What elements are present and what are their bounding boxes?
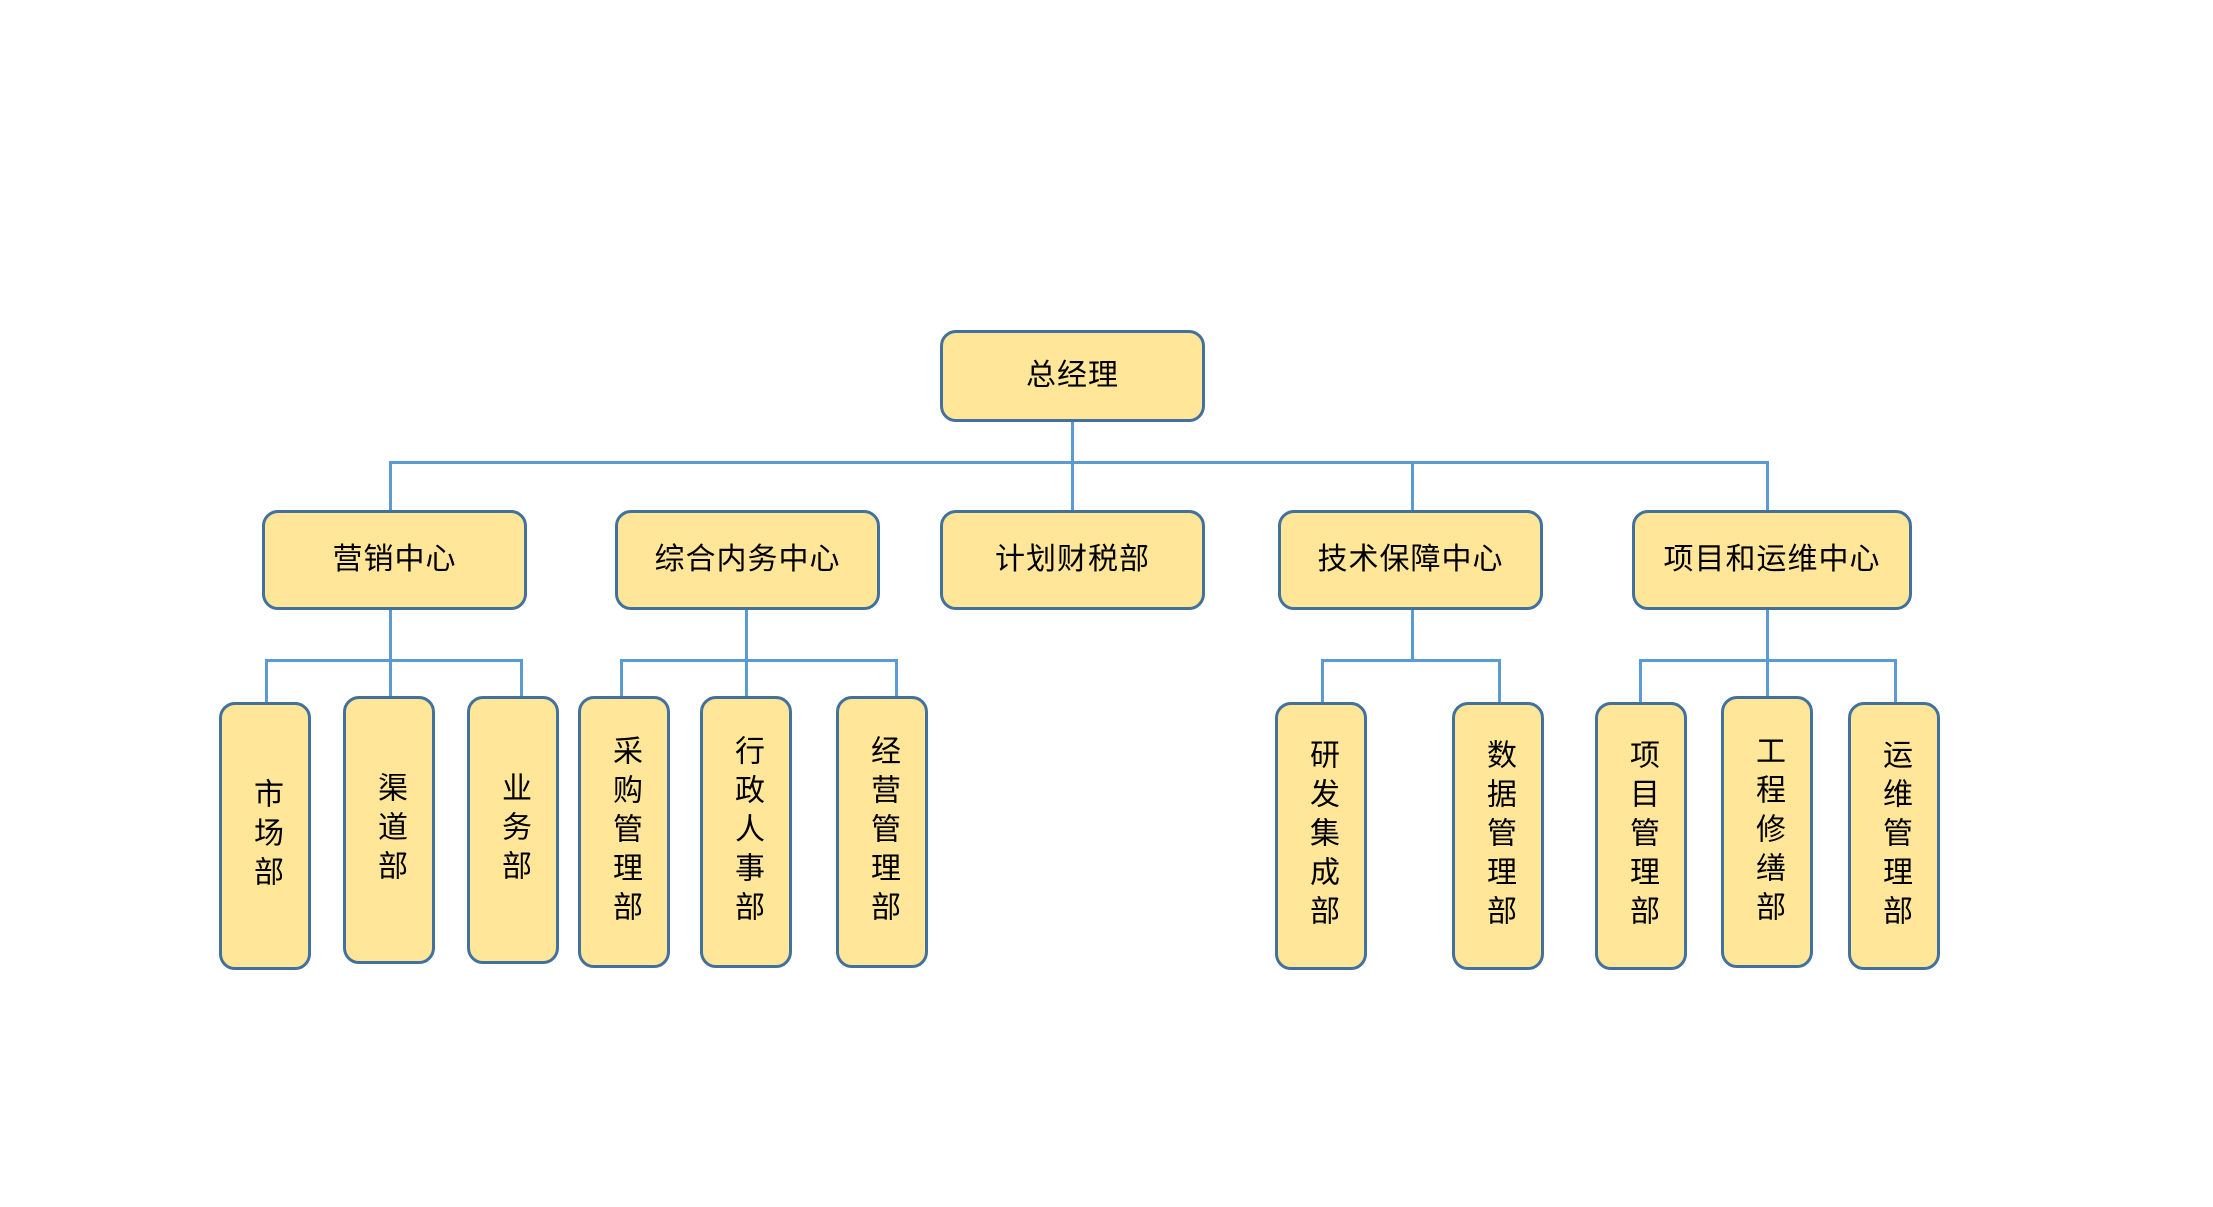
node-business-dept-label: 业务部	[497, 771, 530, 889]
node-market-dept[interactable]: 市场部	[219, 702, 311, 970]
connector-root-bus	[389, 461, 1767, 464]
connector-root-to-marketing	[389, 461, 392, 510]
node-operations-mgmt-dept[interactable]: 经营管理部	[836, 696, 928, 968]
connector-internal-stem	[745, 610, 748, 660]
connector-tech-to-rnd	[1321, 659, 1324, 704]
connector-marketing-to-market-dept	[265, 659, 268, 704]
node-data-mgmt-dept-label: 数据管理部	[1482, 738, 1515, 934]
connector-project-stem	[1766, 610, 1769, 660]
node-channel-dept[interactable]: 渠道部	[343, 696, 435, 964]
node-general-manager-label: 总经理	[1026, 359, 1119, 393]
connector-root-to-finance	[1071, 461, 1074, 510]
node-rnd-integration-dept-label: 研发集成部	[1305, 738, 1338, 934]
connector-root-to-tech	[1411, 461, 1414, 510]
node-market-dept-label: 市场部	[249, 777, 282, 895]
node-business-dept[interactable]: 业务部	[467, 696, 559, 964]
connector-internal-to-admin-hr	[745, 659, 748, 704]
node-project-ops-center-label: 项目和运维中心	[1663, 543, 1881, 577]
node-marketing-center-label: 营销中心	[332, 543, 457, 577]
node-general-manager[interactable]: 总经理	[940, 330, 1205, 422]
node-ops-mgmt-dept-label: 运维管理部	[1878, 738, 1911, 934]
connector-project-to-engineering	[1766, 659, 1769, 704]
connector-root-to-project	[1766, 461, 1769, 510]
node-rnd-integration-dept[interactable]: 研发集成部	[1275, 702, 1367, 970]
node-internal-affairs-center-label: 综合内务中心	[654, 543, 841, 577]
connector-tech-stem	[1411, 610, 1414, 660]
connector-project-to-project-mgmt	[1639, 659, 1642, 704]
connector-marketing-to-channel-dept	[389, 659, 392, 704]
node-engineering-repair-dept-label: 工程修缮部	[1751, 734, 1784, 930]
connector-internal-to-operations-mgmt	[895, 659, 898, 704]
connector-tech-bus	[1321, 659, 1501, 662]
connector-project-to-ops-mgmt	[1894, 659, 1897, 704]
node-engineering-repair-dept[interactable]: 工程修缮部	[1721, 696, 1813, 968]
node-project-mgmt-dept[interactable]: 项目管理部	[1595, 702, 1687, 970]
node-admin-hr-dept[interactable]: 行政人事部	[700, 696, 792, 968]
node-technical-support-center[interactable]: 技术保障中心	[1278, 510, 1543, 610]
node-data-mgmt-dept[interactable]: 数据管理部	[1452, 702, 1544, 970]
node-operations-mgmt-dept-label: 经营管理部	[866, 734, 899, 930]
node-planning-finance-dept[interactable]: 计划财税部	[940, 510, 1205, 610]
node-planning-finance-dept-label: 计划财税部	[995, 543, 1150, 577]
node-internal-affairs-center[interactable]: 综合内务中心	[615, 510, 880, 610]
node-procurement-dept[interactable]: 采购管理部	[578, 696, 670, 968]
node-project-ops-center[interactable]: 项目和运维中心	[1632, 510, 1912, 610]
node-channel-dept-label: 渠道部	[373, 771, 406, 889]
connector-tech-to-data-mgmt	[1498, 659, 1501, 704]
node-admin-hr-dept-label: 行政人事部	[730, 734, 763, 930]
node-marketing-center[interactable]: 营销中心	[262, 510, 527, 610]
connector-marketing-stem	[389, 610, 392, 660]
node-procurement-dept-label: 采购管理部	[608, 734, 641, 930]
connector-root-stem	[1071, 422, 1074, 462]
node-project-mgmt-dept-label: 项目管理部	[1625, 738, 1658, 934]
node-technical-support-center-label: 技术保障中心	[1317, 543, 1504, 577]
connector-internal-bus	[620, 659, 898, 662]
connector-marketing-bus	[265, 659, 523, 662]
node-ops-mgmt-dept[interactable]: 运维管理部	[1848, 702, 1940, 970]
connector-marketing-to-business-dept	[520, 659, 523, 704]
connector-internal-to-procurement	[620, 659, 623, 704]
